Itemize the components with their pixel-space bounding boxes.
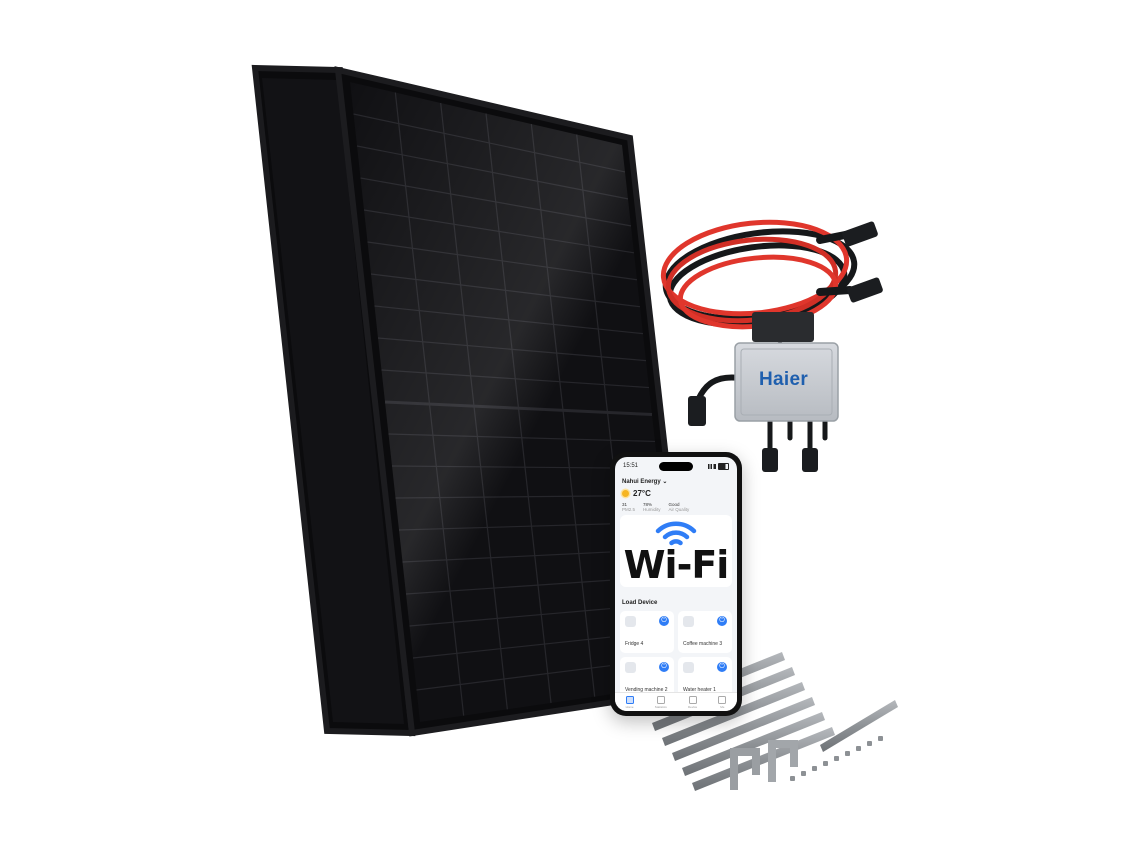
wifi-label: Wi-Fi [623,543,730,587]
tab-statistics[interactable]: Statistics [655,695,667,709]
vending-machine-icon [625,662,636,673]
device-icon [688,695,697,704]
status-bar: 15:51 [623,461,729,471]
temperature: 27°C [633,489,651,498]
device-card-fridge[interactable]: ⏻Fridge 4 [620,611,674,653]
tab-bar: Home Statistics Device Me [615,692,737,711]
mounting-hardware [730,736,883,790]
microinverter [734,312,839,422]
app-title[interactable]: Nahui Energy ⌄ [622,479,668,485]
signal-icon [708,463,716,469]
tab-home[interactable]: Home [625,695,634,709]
status-time: 15:51 [623,463,639,469]
wifi-card: Wi-Fi [620,515,732,587]
device-grid: ⏻Fridge 4 ⏻Coffee machine 3 ⏻Vending mac… [620,611,732,699]
water-heater-icon [683,662,694,673]
coffee-machine-icon [683,616,694,627]
load-device-title: Load Device [622,600,658,606]
sun-icon [622,490,629,497]
home-icon [625,695,634,704]
tab-me[interactable]: Me [718,695,727,709]
status-icons [708,462,729,470]
weather-summary: 27°C [622,489,651,498]
chart-icon [656,695,665,704]
power-icon[interactable]: ⏻ [717,616,727,626]
power-icon[interactable]: ⏻ [659,662,669,672]
cables [660,219,883,472]
tab-device[interactable]: Device [688,695,697,709]
stat-humidity: 78%Humidity [643,502,661,512]
dynamic-island [659,462,693,471]
inverter-brand-logo: Haier [759,369,809,390]
power-icon[interactable]: ⏻ [659,616,669,626]
user-icon [718,695,727,704]
fridge-icon [625,616,636,627]
device-card-coffee-machine[interactable]: ⏻Coffee machine 3 [678,611,732,653]
battery-icon [718,462,729,470]
chevron-down-icon: ⌄ [662,479,668,485]
wifi-icon [655,521,697,546]
power-icon[interactable]: ⏻ [717,662,727,672]
